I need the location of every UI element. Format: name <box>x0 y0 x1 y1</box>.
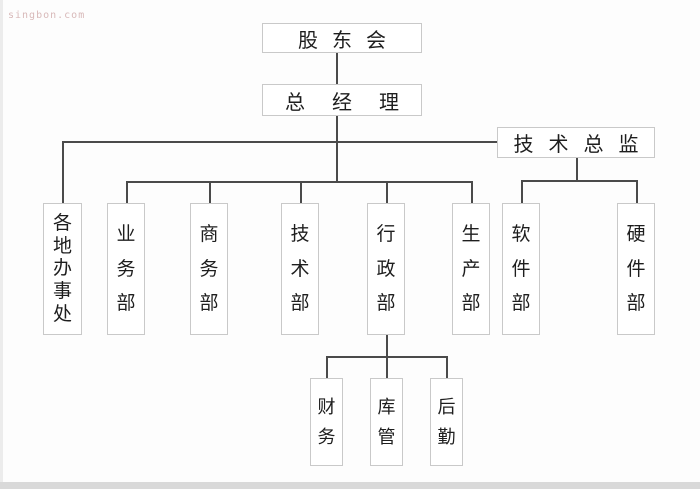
node-label: 股东会 <box>298 29 400 52</box>
connector-main-rail <box>126 181 473 183</box>
connector-drop-logistics <box>446 356 448 378</box>
connector-drop-production <box>471 181 473 203</box>
connector-director-drop <box>576 158 578 181</box>
node-logistics: 后勤 <box>430 378 463 466</box>
watermark-text: singbon.com <box>8 10 86 21</box>
node-shareholders-meeting: 股东会 <box>262 23 422 53</box>
bottom-edge-strip <box>0 482 700 489</box>
connector-manager-drop <box>336 116 338 183</box>
connector-drop-hardware <box>636 180 638 203</box>
node-dept-software: 软件部 <box>502 203 540 335</box>
connector-drop-regional-offices <box>62 141 64 203</box>
node-dept-regional-offices: 各地办事处 <box>43 203 82 335</box>
connector-drop-finance <box>326 356 328 378</box>
connector-upper-rail <box>62 141 497 143</box>
node-technical-director: 技术总监 <box>497 127 655 158</box>
node-dept-business: 业务部 <box>107 203 145 335</box>
connector-director-rail <box>521 180 638 182</box>
connector-shareholders-manager <box>336 53 338 84</box>
node-dept-commerce: 商务部 <box>190 203 228 335</box>
node-dept-production: 生产部 <box>452 203 490 335</box>
connector-drop-software <box>521 180 523 203</box>
connector-admin-drop <box>386 335 388 357</box>
node-dept-technology: 技术部 <box>281 203 319 335</box>
connector-drop-administration <box>386 181 388 203</box>
connector-drop-commerce <box>209 181 211 203</box>
node-finance: 财务 <box>310 378 343 466</box>
node-warehouse: 库管 <box>370 378 403 466</box>
connector-drop-business <box>126 181 128 203</box>
node-general-manager: 总经理 <box>262 84 422 116</box>
connector-drop-warehouse <box>386 356 388 378</box>
node-dept-hardware: 硬件部 <box>617 203 655 335</box>
node-label: 总经理 <box>285 91 426 114</box>
left-edge-strip <box>0 0 3 489</box>
node-dept-administration: 行政部 <box>367 203 405 335</box>
connector-drop-technology <box>300 181 302 203</box>
node-label: 技术总监 <box>513 134 654 156</box>
